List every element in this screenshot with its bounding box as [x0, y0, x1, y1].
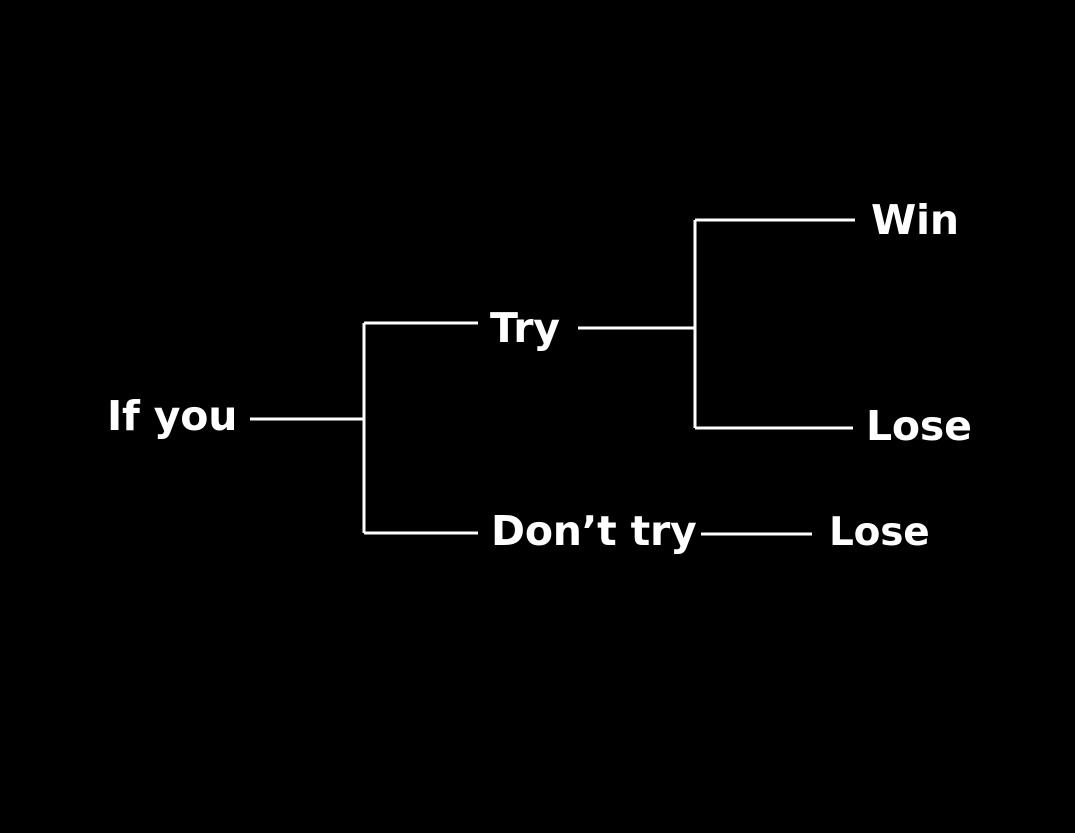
node-dont-try: Don’t try — [491, 507, 697, 555]
node-if-you: If you — [107, 392, 238, 440]
node-lose-after-try: Lose — [866, 402, 972, 450]
node-try: Try — [490, 304, 560, 352]
node-lose-after-dont-try: Lose — [829, 510, 930, 555]
node-win: Win — [871, 196, 959, 244]
